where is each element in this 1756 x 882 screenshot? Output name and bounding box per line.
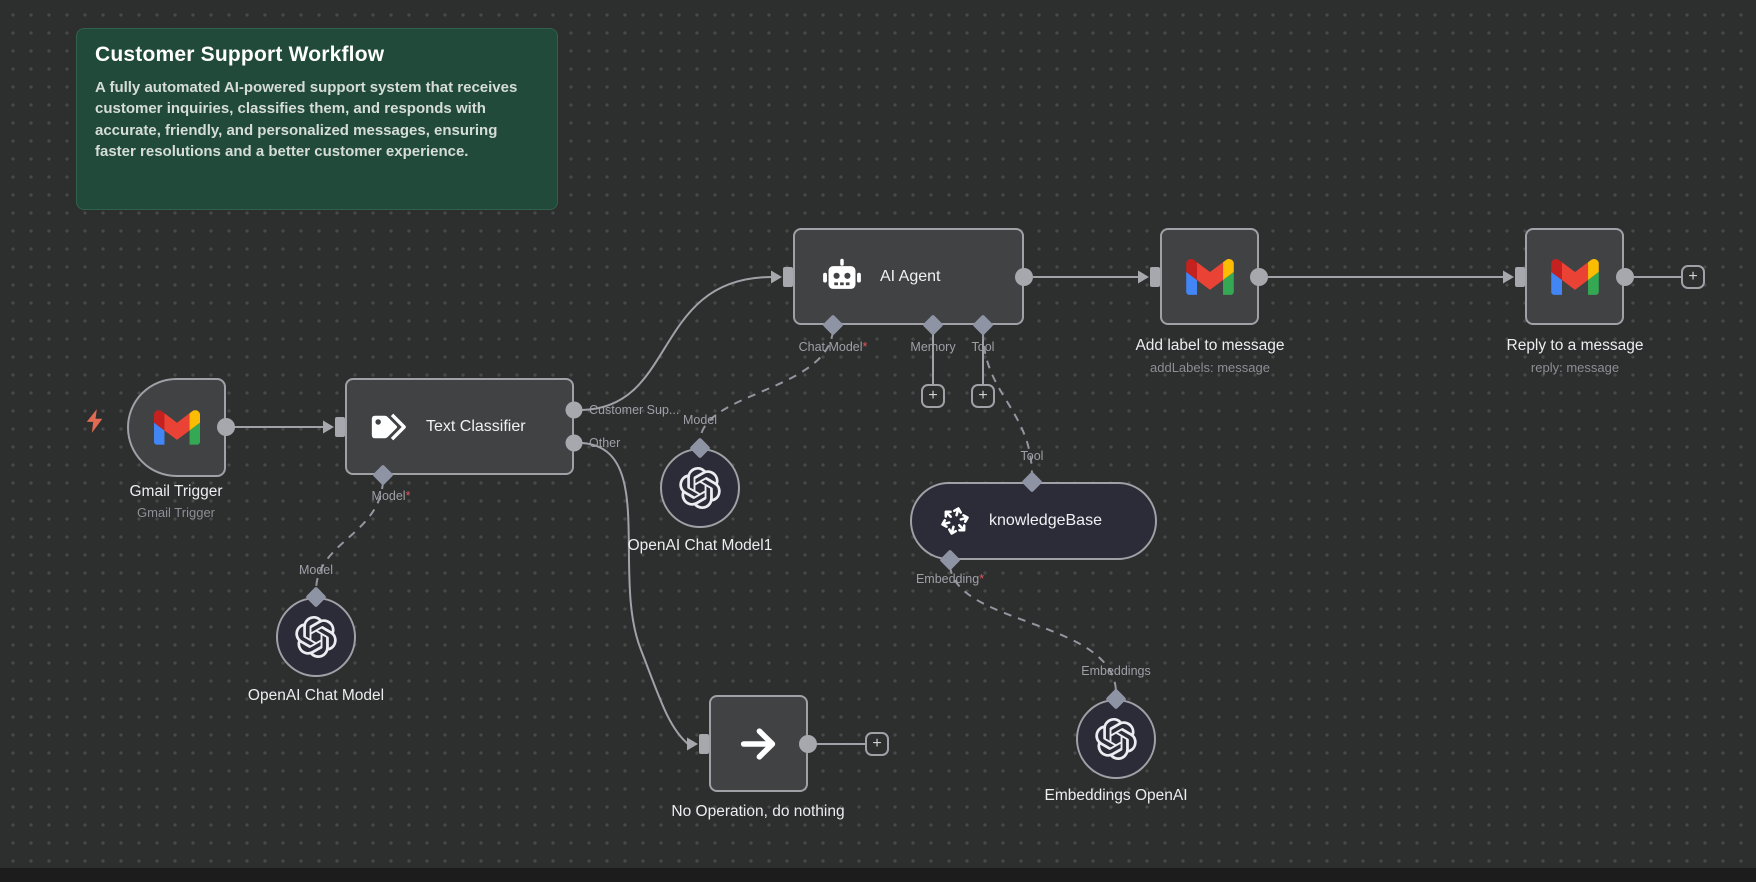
node-label-openai-chat-model1: OpenAI Chat Model1 <box>627 537 773 554</box>
gmail-icon <box>1186 259 1234 295</box>
node-title: Text Classifier <box>426 417 526 435</box>
node-noop[interactable] <box>709 695 808 792</box>
port-label-embeddings: Embeddings <box>1081 664 1151 678</box>
node-label-add-label: Add label to message <box>1135 337 1285 354</box>
openai-icon <box>295 616 337 658</box>
output-label-other: Other <box>589 436 621 450</box>
arrow-right-icon <box>740 727 775 760</box>
node-label-gmail-trigger: Gmail Trigger <box>129 483 223 500</box>
node-label-openai-chat-model: OpenAI Chat Model <box>247 687 385 704</box>
port-label-kb-tool: Tool <box>1020 449 1044 463</box>
input-port-add-label[interactable] <box>1150 267 1160 287</box>
node-label-embeddings-openai: Embeddings OpenAI <box>1044 787 1188 804</box>
port-label-kb-embedding: Embedding* <box>915 572 985 586</box>
output-label-customer-support: Customer Sup... <box>589 403 680 417</box>
add-tool-button[interactable]: + <box>971 384 995 408</box>
connection-chatmodel-to-openai1[interactable] <box>699 330 834 443</box>
connection-classifier-model-to-openai[interactable] <box>315 480 384 592</box>
node-subtitle-reply: reply: message <box>1530 360 1620 375</box>
connection-classifier-customer-to-agent[interactable] <box>581 276 773 411</box>
port-label-classifier-model: Model* <box>371 489 411 503</box>
input-arrow-ai-agent <box>771 270 782 284</box>
sticky-note[interactable]: Customer Support Workflow A fully automa… <box>76 28 558 210</box>
tags-icon <box>371 413 406 440</box>
input-arrow-reply <box>1503 270 1514 284</box>
input-port-noop[interactable] <box>699 734 709 754</box>
connection-embedding-to-embeddings[interactable] <box>949 565 1117 694</box>
node-knowledge-base[interactable]: knowledgeBase <box>910 482 1157 560</box>
connection-tool-to-knowledgebase[interactable] <box>982 330 1033 477</box>
port-label-tool: Tool <box>971 340 995 354</box>
openai-icon <box>1095 718 1137 760</box>
port-label-chat-model: Chat Model* <box>798 340 868 354</box>
add-node-after-noop-button[interactable]: + <box>865 732 889 756</box>
sticky-note-body: A fully automated AI-powered support sys… <box>95 79 518 160</box>
node-subtitle-gmail-trigger: Gmail Trigger <box>136 505 216 520</box>
openai-icon <box>679 467 721 509</box>
node-embeddings-openai[interactable] <box>1076 699 1156 779</box>
input-port-reply[interactable] <box>1515 267 1525 287</box>
port-label-openai-model: Model <box>298 563 334 577</box>
node-openai-chat-model1[interactable] <box>660 448 740 528</box>
node-add-label[interactable] <box>1160 228 1259 325</box>
input-arrow-classifier <box>323 420 334 434</box>
trigger-bolt-icon <box>86 409 103 433</box>
gmail-icon <box>154 410 200 445</box>
node-reply[interactable] <box>1525 228 1624 325</box>
node-ai-agent[interactable]: AI Agent <box>793 228 1024 325</box>
node-gmail-trigger[interactable] <box>127 378 226 477</box>
add-memory-button[interactable]: + <box>921 384 945 408</box>
port-label-openai1-model: Model <box>682 413 718 427</box>
node-label-reply: Reply to a message <box>1506 337 1644 354</box>
port-label-memory: Memory <box>910 340 956 354</box>
input-arrow-add-label <box>1138 270 1149 284</box>
canvas-bottom-edge <box>0 868 1756 882</box>
sticky-note-title: Customer Support Workflow <box>95 43 385 66</box>
node-openai-chat-model[interactable] <box>276 597 356 677</box>
gmail-icon <box>1551 259 1599 295</box>
vector-store-icon <box>941 507 969 535</box>
node-label-noop: No Operation, do nothing <box>671 803 845 820</box>
node-title: AI Agent <box>880 267 941 285</box>
node-subtitle-add-label: addLabels: message <box>1150 360 1270 375</box>
input-arrow-noop <box>687 737 698 751</box>
input-port-classifier[interactable] <box>335 417 345 437</box>
input-port-ai-agent[interactable] <box>783 267 793 287</box>
add-node-after-reply-button[interactable]: + <box>1681 265 1705 289</box>
node-title: knowledgeBase <box>989 512 1102 529</box>
robot-icon <box>823 258 861 289</box>
node-text-classifier[interactable]: Text Classifier <box>345 378 574 475</box>
